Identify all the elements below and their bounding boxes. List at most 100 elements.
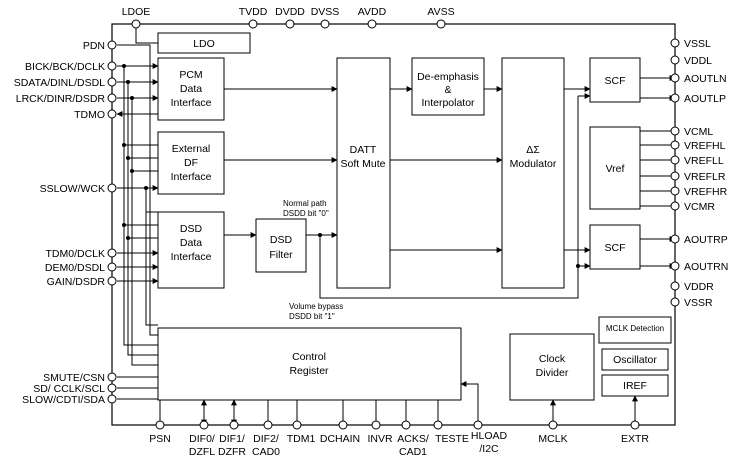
- mclk-detection-block: MCLK Detection: [598, 316, 672, 344]
- pcm-label-1: PCM: [179, 69, 202, 81]
- signal-wiring: [116, 24, 676, 426]
- pin-avss: AVSS: [427, 6, 454, 18]
- dsd-filter-label-2: Filter: [269, 249, 293, 261]
- pin-vssr: VSSR: [684, 297, 713, 309]
- pin-vreflr: VREFLR: [684, 171, 726, 183]
- pin-aoutrp: AOUTRP: [684, 234, 728, 246]
- pin-dif1-2: DZFR: [218, 446, 246, 458]
- pcm-label-3: Interface: [171, 97, 212, 109]
- ldo-block: LDO: [157, 32, 251, 54]
- pin-dvss: DVSS: [311, 6, 340, 18]
- oscillator-label: Oscillator: [613, 354, 657, 366]
- pin-acks-1: ACKS/: [397, 433, 429, 445]
- mclk-detection-label: MCLK Detection: [606, 324, 664, 333]
- pin-sd: SD/ CCLK/SCL: [33, 383, 105, 395]
- pin-hload-1: HLOAD: [471, 430, 508, 442]
- pin-tdmo: TDMO: [74, 109, 105, 121]
- volume-bypass-label-2: DSDD bit "1": [289, 312, 335, 321]
- pin-tvdd: TVDD: [239, 6, 268, 18]
- modulator-block: ΔΣ Modulator: [501, 57, 565, 289]
- pin-sslow: SSLOW/WCK: [40, 183, 105, 195]
- pin-vssl: VSSL: [684, 38, 711, 50]
- pin-dem0: DEM0/DSDL: [45, 262, 105, 274]
- datt-label-2: Soft Mute: [341, 158, 386, 170]
- pin-vrefhr: VREFHR: [684, 186, 728, 198]
- pin-mclk: MCLK: [538, 433, 567, 445]
- pin-dif2-2: CAD0: [252, 446, 280, 458]
- modulator-label-2: Modulator: [510, 158, 557, 170]
- scf-right-label: SCF: [605, 242, 626, 254]
- pin-aoutln: AOUTLN: [684, 73, 727, 85]
- top-pins: LDOE TVDD DVDD DVSS AVDD AVSS: [122, 6, 455, 29]
- iref-label: IREF: [623, 380, 647, 392]
- external-df-interface-block: External DF Interface: [157, 131, 225, 195]
- junction-dots: [122, 64, 580, 268]
- normal-path-label-1: Normal path: [283, 199, 327, 208]
- pin-extr: EXTR: [621, 433, 649, 445]
- pin-smute: SMUTE/CSN: [43, 372, 105, 384]
- vref-label: Vref: [606, 163, 625, 175]
- left-pins: PDN BICK/BCK/DCLK SDATA/DINL/DSDL LRCK/D…: [14, 40, 117, 406]
- right-pins: VSSL VDDL AOUTLN AOUTLP VCML VREFHL VREF…: [670, 38, 728, 309]
- pin-slow: SLOW/CDTI/SDA: [22, 394, 105, 406]
- pin-bick: BICK/BCK/DCLK: [25, 61, 105, 73]
- pin-vcmr: VCMR: [684, 201, 715, 213]
- dsd-interface-block: DSD Data Interface: [157, 211, 225, 289]
- pin-vddl: VDDL: [684, 55, 712, 67]
- pin-ldoe: LDOE: [122, 6, 151, 18]
- pin-dif1-1: DIF1/: [219, 433, 245, 445]
- deemph-label-3: Interpolator: [421, 97, 475, 109]
- pin-teste: TESTE: [435, 433, 469, 445]
- pin-dif2-1: DIF2/: [253, 433, 279, 445]
- control-label-1: Control: [292, 351, 326, 363]
- pin-gain: GAIN/DSDR: [47, 276, 106, 288]
- pin-vrefhl: VREFHL: [684, 140, 726, 152]
- control-label-2: Register: [289, 365, 329, 377]
- dsd-filter-block: DSD Filter: [255, 218, 307, 273]
- dsd-filter-label-1: DSD: [270, 234, 293, 246]
- pin-aoutlp: AOUTLP: [684, 93, 726, 105]
- pin-hload-2: /I2C: [479, 443, 499, 455]
- pin-pdn: PDN: [83, 40, 105, 52]
- pin-dif0-2: DZFL: [189, 446, 215, 458]
- pin-vrefll: VREFLL: [684, 155, 724, 167]
- oscillator-block: Oscillator: [601, 348, 669, 371]
- pin-sdata: SDATA/DINL/DSDL: [14, 77, 105, 89]
- volume-bypass-label-1: Volume bypass: [289, 302, 343, 311]
- deemph-label-2: &: [444, 84, 451, 96]
- scf-left-label: SCF: [605, 75, 626, 87]
- ext-df-label-2: DF: [184, 157, 198, 169]
- pin-lrck: LRCK/DINR/DSDR: [16, 93, 106, 105]
- ext-df-label-1: External: [172, 143, 211, 155]
- pin-tdm1: TDM1: [287, 433, 316, 445]
- scf-right-block: SCF: [589, 224, 641, 270]
- pin-tdm0: TDM0/DCLK: [45, 248, 105, 260]
- ext-df-label-3: Interface: [171, 171, 212, 183]
- pin-invr: INVR: [367, 433, 393, 445]
- pcm-interface-block: PCM Data Interface: [157, 57, 225, 121]
- pcm-label-2: Data: [180, 83, 202, 95]
- iref-block: IREF: [601, 374, 669, 397]
- pin-psn: PSN: [149, 433, 171, 445]
- datt-label-1: DATT: [350, 144, 377, 156]
- vref-block: Vref: [589, 126, 641, 210]
- clock-div-label-2: Divider: [536, 367, 569, 379]
- pin-avdd: AVDD: [358, 6, 387, 18]
- pin-aoutrn: AOUTRN: [684, 261, 728, 273]
- pin-vddr: VDDR: [684, 281, 714, 293]
- bottom-pins: PSN DIF0/ DZFL DIF1/ DZFR DIF2/ CAD0 TDM…: [149, 420, 649, 458]
- pin-acks-2: CAD1: [399, 446, 427, 458]
- clock-divider-block: Clock Divider: [509, 333, 595, 401]
- control-register-block: Control Register: [157, 327, 462, 401]
- pin-dchain: DCHAIN: [320, 433, 360, 445]
- deemphasis-block: De-emphasis & Interpolator: [411, 57, 485, 116]
- normal-path-label-2: DSDD bit "0": [283, 209, 329, 218]
- pin-dvdd: DVDD: [275, 6, 305, 18]
- dsd-label-2: Data: [180, 237, 202, 249]
- modulator-label-1: ΔΣ: [526, 144, 540, 156]
- ldo-label: LDO: [193, 38, 215, 50]
- scf-left-block: SCF: [589, 57, 641, 103]
- pin-dif0-1: DIF0/: [189, 433, 215, 445]
- dsd-label-1: DSD: [180, 223, 203, 235]
